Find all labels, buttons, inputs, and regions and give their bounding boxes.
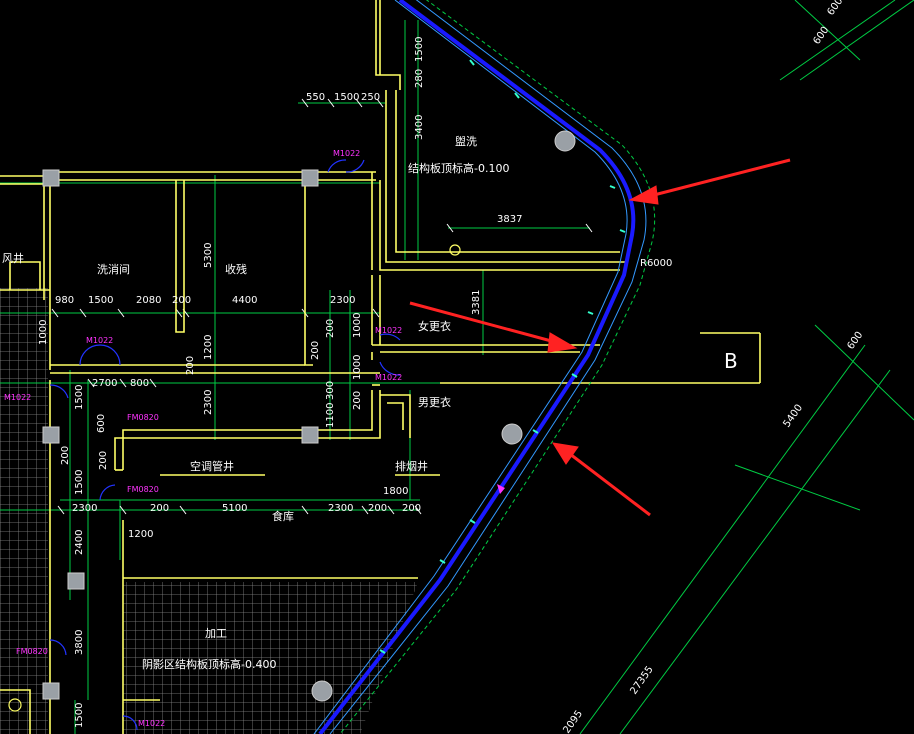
dim-250: 250 bbox=[361, 92, 380, 103]
dim-4400: 4400 bbox=[232, 295, 257, 306]
dim-200-j: 200 bbox=[402, 503, 421, 514]
label-slab-elev-top: 结构板顶标高-0.100 bbox=[408, 161, 509, 175]
dim-200-i: 200 bbox=[368, 503, 387, 514]
dim-1500-b: 1500 bbox=[88, 295, 113, 306]
dim-5400: 5400 bbox=[781, 403, 805, 430]
dim-2080: 2080 bbox=[136, 295, 161, 306]
hatch-left-strip bbox=[0, 288, 48, 734]
dim-1500-vert: 1500 bbox=[414, 37, 425, 62]
dim-200-d: 200 bbox=[185, 356, 196, 375]
dim-5300: 5300 bbox=[203, 243, 214, 268]
dim-2700: 2700 bbox=[92, 378, 117, 389]
marker-triangle bbox=[497, 484, 505, 494]
dim-1500-c: 1500 bbox=[74, 385, 85, 410]
dim-800: 800 bbox=[130, 378, 149, 389]
tag-door-m4: M1022 bbox=[375, 373, 402, 382]
dim-1000-c: 1000 bbox=[352, 355, 363, 380]
dim-1800: 1800 bbox=[383, 486, 408, 497]
dim-2095: 2095 bbox=[561, 709, 585, 734]
label-female-changing: 女更衣 bbox=[418, 319, 451, 333]
door-swings bbox=[8, 159, 461, 731]
tag-door-m3: M1022 bbox=[375, 326, 402, 335]
hatch-processing bbox=[123, 582, 418, 734]
label-radius: R6000 bbox=[640, 258, 672, 269]
dim-200-a: 200 bbox=[172, 295, 191, 306]
dim-550: 550 bbox=[306, 92, 325, 103]
dim-200-b: 200 bbox=[325, 319, 336, 338]
dim-200-h: 200 bbox=[150, 503, 169, 514]
label-processing: 加工 bbox=[205, 627, 227, 640]
tag-door-bottom: M1022 bbox=[138, 719, 165, 728]
dim-2300-d: 2300 bbox=[328, 503, 353, 514]
dim-1200-b: 1200 bbox=[128, 529, 153, 540]
dim-3837: 3837 bbox=[497, 214, 522, 225]
dim-2300-a: 2300 bbox=[330, 295, 355, 306]
tag-fire-door-2: FM0820 bbox=[127, 485, 159, 494]
vertical-dimensions: 1500 280 3400 5300 1000 3381 200 1000 20… bbox=[38, 37, 482, 728]
tag-door-m1: M1022 bbox=[333, 149, 360, 158]
dim-2300-c: 2300 bbox=[72, 503, 97, 514]
dim-3400: 3400 bbox=[414, 115, 425, 140]
dim-200-e: 200 bbox=[352, 391, 363, 410]
curve-markers bbox=[379, 59, 626, 654]
annotation-arrows bbox=[409, 158, 791, 517]
label-bath: 盥洗 bbox=[455, 135, 477, 148]
dim-600-tr: 600 bbox=[811, 25, 831, 47]
curved-wall bbox=[313, 0, 656, 734]
dim-2400: 2400 bbox=[74, 530, 85, 555]
dim-1000-b: 1000 bbox=[352, 313, 363, 338]
dim-200-g: 200 bbox=[98, 451, 109, 470]
dim-1500-e: 1500 bbox=[74, 703, 85, 728]
dim-280: 280 bbox=[414, 69, 425, 88]
dim-1100: 1100 bbox=[325, 403, 336, 428]
dim-200-f: 200 bbox=[60, 446, 71, 465]
dim-1200-a: 1200 bbox=[203, 335, 214, 360]
dim-5100: 5100 bbox=[222, 503, 247, 514]
label-fan-shaft: 风井 bbox=[2, 251, 24, 265]
dim-300: 300 bbox=[325, 381, 336, 400]
dim-3800: 3800 bbox=[74, 630, 85, 655]
label-exhaust-shaft: 排烟井 bbox=[395, 459, 428, 473]
dim-2300-b: 2300 bbox=[203, 390, 214, 415]
label-slab-elev-shade: 阴影区结构板顶标高-0.400 bbox=[142, 657, 276, 671]
tag-door-m2: M1022 bbox=[86, 336, 113, 345]
label-washroom: 洗消间 bbox=[97, 262, 130, 276]
label-male-changing: 男更衣 bbox=[418, 395, 451, 409]
dim-980: 980 bbox=[55, 295, 74, 306]
tag-fire-door-1: FM0820 bbox=[127, 413, 159, 422]
label-food-store: 食库 bbox=[272, 509, 294, 523]
grid-axis-b: B bbox=[724, 349, 738, 373]
columns bbox=[42, 130, 576, 702]
dim-1000-a: 1000 bbox=[38, 320, 49, 345]
label-receiving: 收残 bbox=[225, 262, 247, 276]
dim-1500-d: 1500 bbox=[74, 470, 85, 495]
dim-200-c: 200 bbox=[310, 341, 321, 360]
label-ac-pipe-shaft: 空调管井 bbox=[190, 459, 234, 473]
tag-fire-door-3: FM0820 bbox=[16, 647, 48, 656]
tag-door-left: M1022 bbox=[4, 393, 31, 402]
dim-600: 600 bbox=[96, 414, 107, 433]
dim-600-tr2: 600 bbox=[825, 0, 845, 18]
dim-1500-top: 1500 bbox=[334, 92, 359, 103]
dim-3381: 3381 bbox=[471, 290, 482, 315]
dimension-ticks bbox=[51, 98, 593, 515]
